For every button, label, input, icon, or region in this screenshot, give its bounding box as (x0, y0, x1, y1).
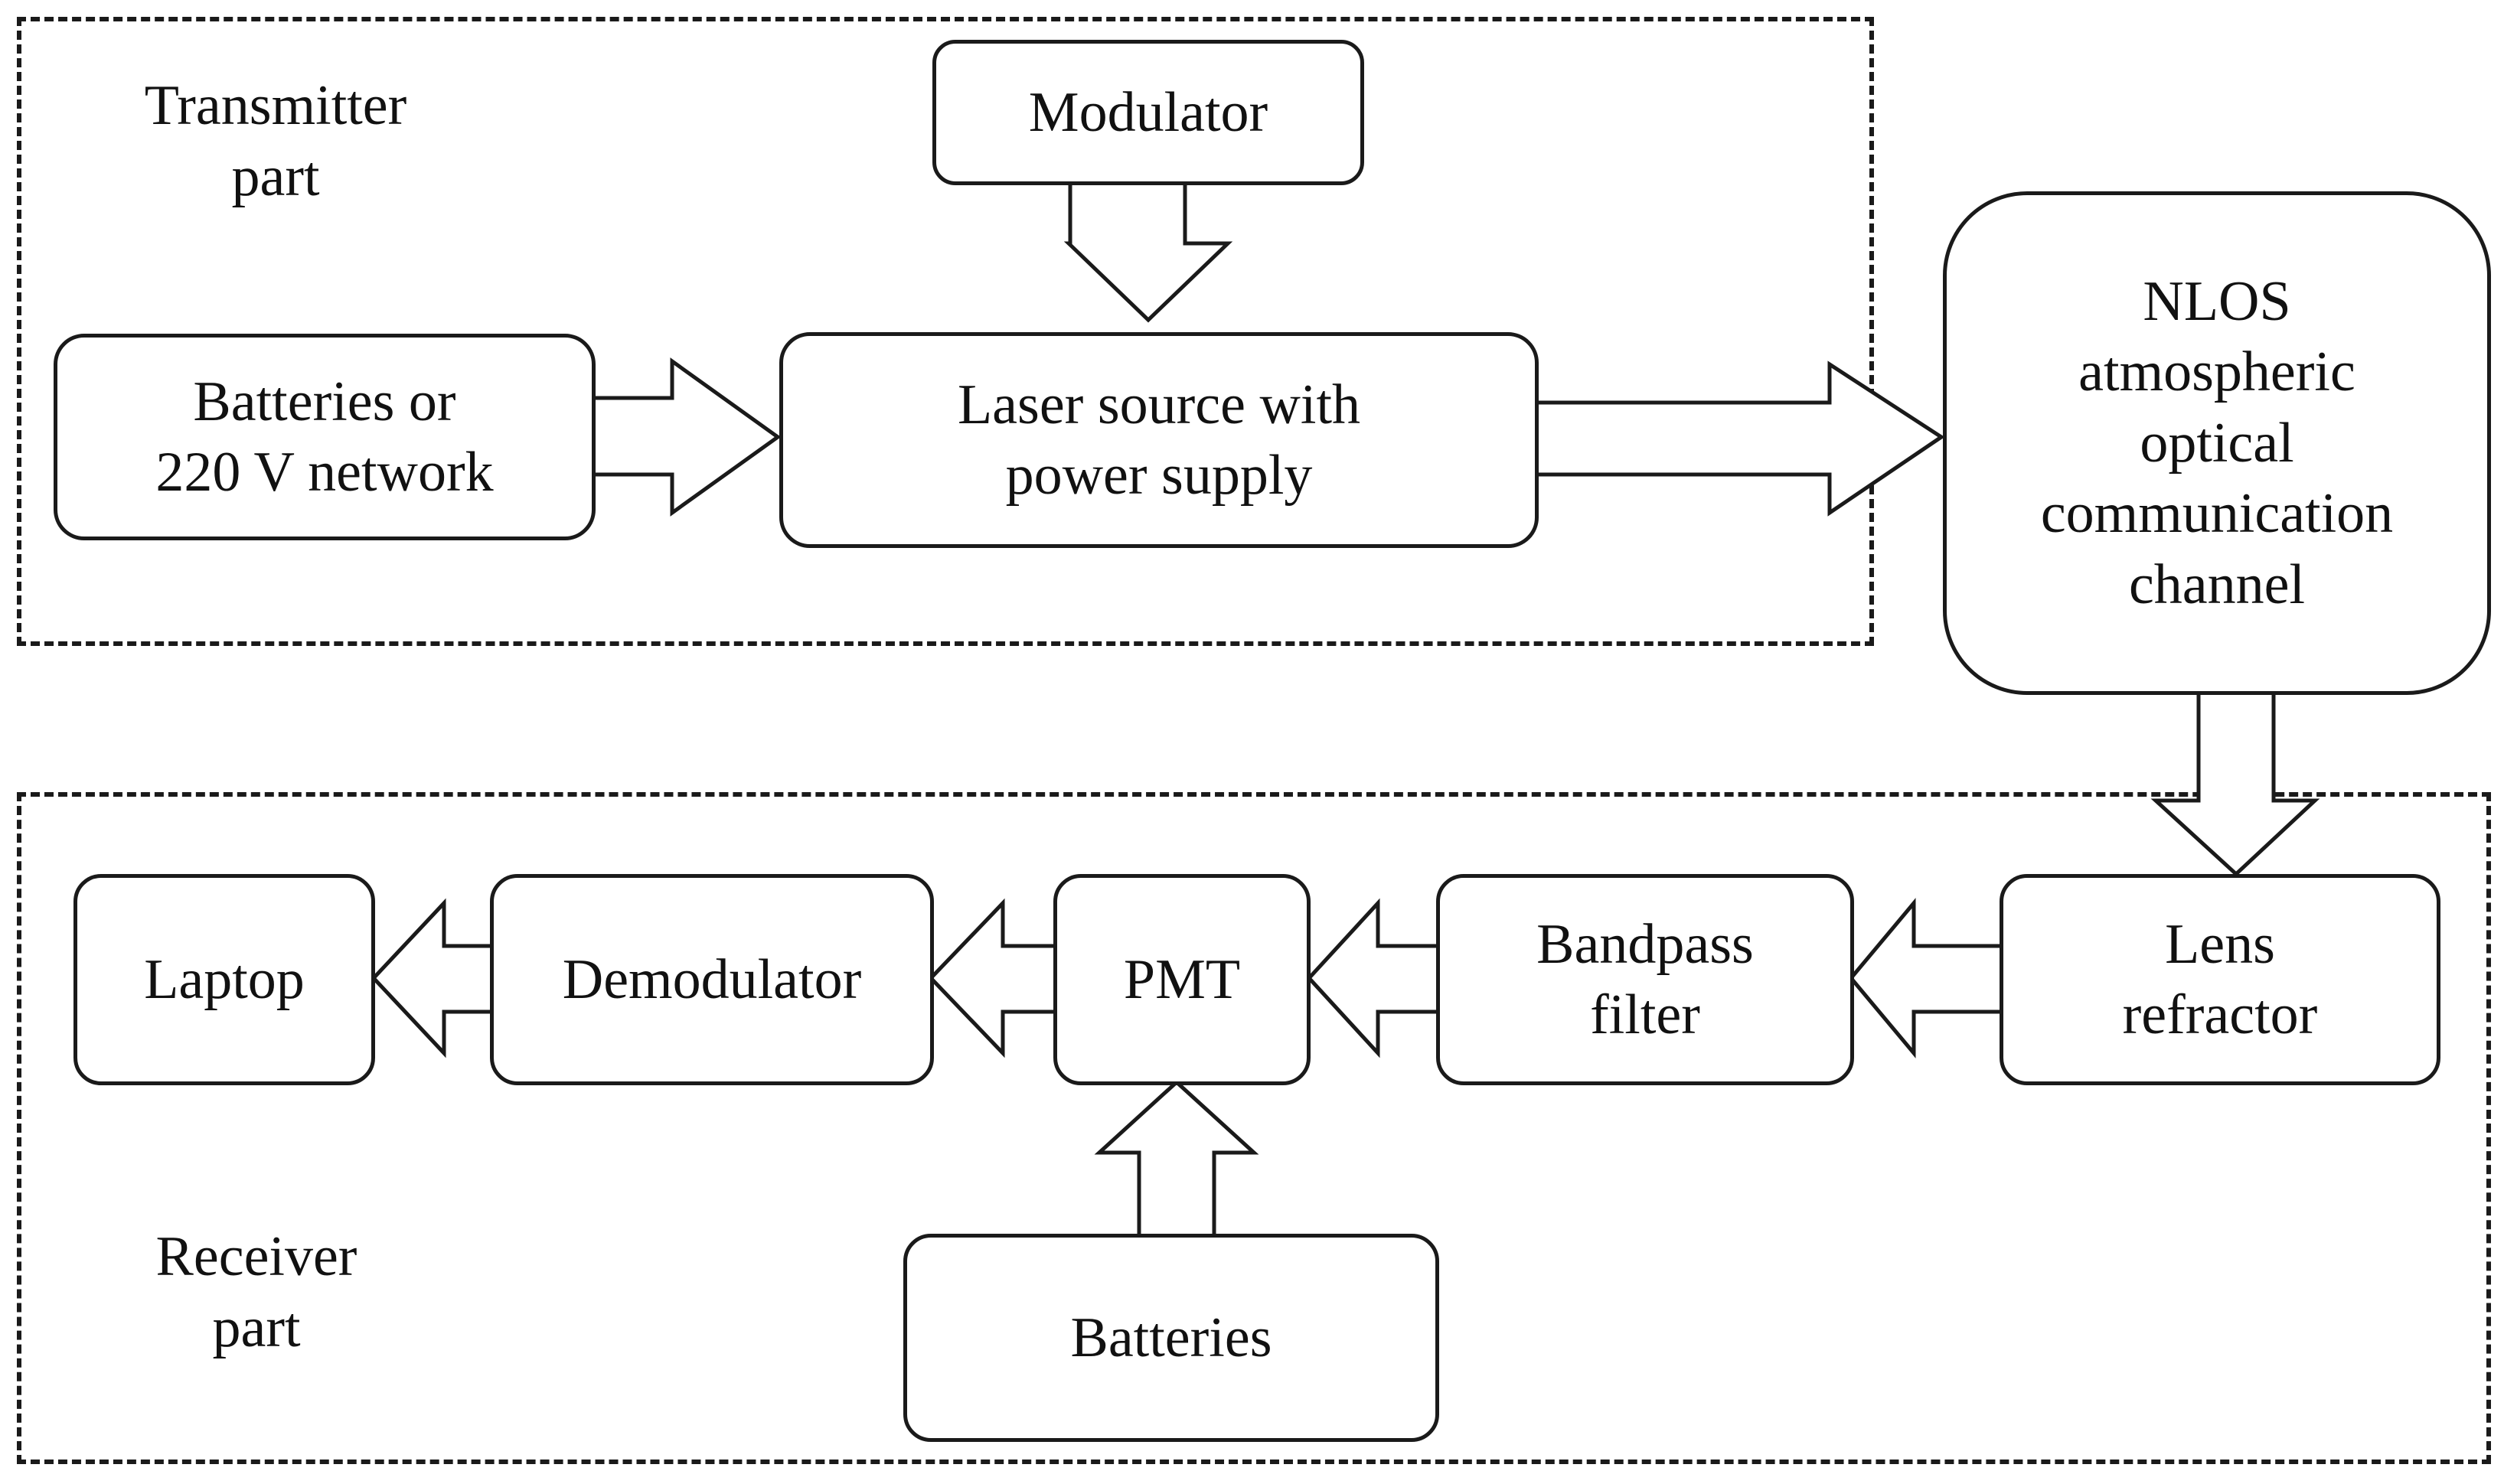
lens-refractor-line-1: Lens (2165, 912, 2275, 976)
transmitter-region (17, 17, 1874, 646)
nlos-channel-box: NLOS atmospheric optical communication c… (1943, 191, 2491, 695)
bandpass-filter-line-1: Bandpass (1536, 912, 1754, 976)
laser-source-box: Laser source with power supply (779, 332, 1539, 548)
bandpass-filter-box: Bandpass filter (1436, 874, 1854, 1085)
transmitter-label-line-2: part (231, 145, 320, 208)
receiver-region (17, 792, 2491, 1464)
arrow-nlos-to-lens (2150, 687, 2320, 877)
demodulator-label: Demodulator (562, 947, 862, 1011)
nlos-channel-line-3: optical (2140, 411, 2294, 475)
nlos-channel-line-1: NLOS (2143, 269, 2291, 333)
laser-source-line-2: power supply (1005, 444, 1313, 507)
laptop-label: Laptop (144, 947, 305, 1011)
laser-source-line-1: Laser source with (957, 373, 1361, 436)
batteries-or-network-box: Batteries or 220 V network (54, 334, 596, 540)
arrow-lens-to-bandpass (1848, 898, 2005, 1058)
nlos-channel-line-2: atmospheric (2078, 341, 2355, 404)
transmitter-label-line-1: Transmitter (144, 74, 407, 137)
nlos-channel-line-5: channel (2128, 553, 2306, 616)
modulator-label: Modulator (1028, 80, 1268, 144)
pmt-label: PMT (1123, 947, 1241, 1011)
arrow-pmt-to-demodulator (928, 898, 1059, 1058)
bandpass-filter-line-2: filter (1590, 983, 1700, 1046)
laptop-box: Laptop (73, 874, 375, 1085)
arrow-batteries-to-pmt (1094, 1079, 1259, 1239)
receiver-label-line-2: part (212, 1296, 301, 1359)
batteries-box: Batteries (903, 1234, 1439, 1442)
demodulator-box: Demodulator (490, 874, 934, 1085)
batteries-or-network-line-1: Batteries or (193, 370, 456, 433)
nlos-channel-line-4: communication (2040, 482, 2394, 546)
lens-refractor-line-2: refractor (2122, 983, 2318, 1046)
batteries-label: Batteries (1070, 1306, 1272, 1369)
lens-refractor-box: Lens refractor (2000, 874, 2440, 1085)
transmitter-region-label: Transmitter part (100, 70, 452, 212)
arrow-laser-to-nlos (1533, 360, 1945, 517)
receiver-label-line-1: Receiver (155, 1225, 357, 1288)
pmt-box: PMT (1053, 874, 1311, 1085)
batteries-or-network-line-2: 220 V network (155, 441, 494, 504)
arrow-modulator-to-laser (1063, 178, 1233, 323)
arrow-demodulator-to-laptop (371, 898, 495, 1058)
arrow-batteries-to-laser (587, 357, 782, 517)
arrow-bandpass-to-pmt (1306, 898, 1441, 1058)
receiver-region-label: Receiver part (107, 1221, 406, 1363)
modulator-box: Modulator (932, 40, 1364, 185)
